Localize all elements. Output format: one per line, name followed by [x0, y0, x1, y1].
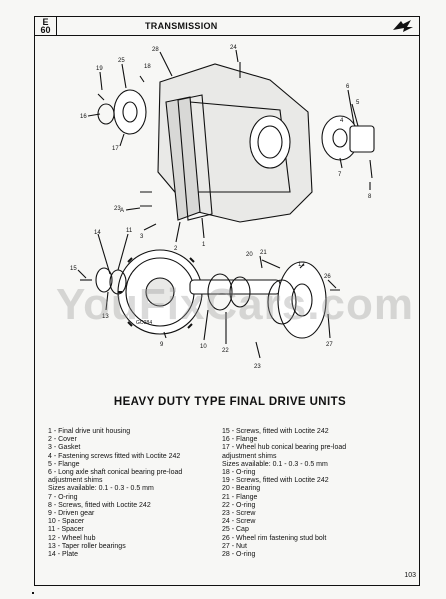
callout-label: 12 [298, 262, 305, 268]
page-mark [32, 592, 34, 594]
parts-list-item: 6 - Long axle shaft conical bearing pre-… [48, 469, 183, 477]
parts-list-item: 25 - Cap [222, 526, 249, 534]
parts-list-item: 16 - Flange [222, 436, 258, 444]
callout-label: 21 [260, 250, 267, 256]
section-letter: E [42, 17, 49, 27]
callout-label: 20 [246, 252, 253, 258]
brand-logo-icon [393, 20, 413, 32]
parts-list-item: 23 - Screw [222, 510, 256, 518]
parts-list-item: 12 - Wheel hub [48, 534, 96, 542]
parts-list-item: Sizes available: 0.1 - 0.3 - 0.5 mm [48, 485, 154, 493]
callout-label: 16 [80, 114, 87, 120]
callout-label: 26 [324, 274, 331, 280]
callout-label: 14 [94, 230, 101, 236]
parts-list-item: 17 - Wheel hub conical bearing pre-load [222, 444, 347, 452]
callout-label: A [120, 208, 124, 214]
parts-list-item: 20 - Bearing [222, 485, 261, 493]
page-header: E 60 TRANSMISSION [34, 16, 420, 36]
parts-list-item: 15 - Screws, fitted with Loctite 242 [222, 428, 329, 435]
parts-list-item: 26 - Wheel rim fastening stud bolt [222, 534, 327, 542]
watermark: YouFixCars.com [56, 280, 414, 329]
callout-label: 3 [140, 234, 144, 240]
callout-label: 13 [102, 314, 109, 320]
callout-label: 10 [200, 344, 207, 350]
callout-label: 23 [254, 364, 261, 370]
parts-list-item: 3 - Gasket [48, 444, 81, 452]
parts-list-item: 11 - Spacer [48, 526, 84, 534]
callout-label: 5 [356, 100, 360, 106]
parts-list-item: 7 - O-ring [48, 493, 78, 501]
callout-label: 8 [368, 194, 372, 200]
callout-label: 4 [340, 118, 344, 124]
parts-list-item: 4 - Fastening screws fitted with Loctite… [48, 452, 181, 460]
callout-label: 1 [202, 242, 206, 248]
parts-list-item: 10 - Spacer [48, 518, 85, 526]
parts-list-left: 1 - Final drive unit housing 2 - Cover 3… [48, 428, 218, 559]
parts-list-right: 15 - Screws, fitted with Loctite 242 16 … [222, 428, 412, 559]
parts-list-item: 1 - Final drive unit housing [48, 428, 131, 435]
parts-list-item: 8 - Screws, fitted with Loctite 242 [48, 501, 151, 509]
section-code-box: E 60 [35, 17, 57, 35]
parts-list-item: 21 - Flange [222, 493, 258, 501]
callout-label: 17 [112, 146, 119, 152]
callout-label: 2 [174, 246, 178, 252]
page-title: TRANSMISSION [145, 21, 218, 31]
page-frame [34, 36, 420, 586]
callout-label: 18 [144, 64, 151, 70]
page-number: 103 [404, 572, 416, 579]
parts-list-item: 22 - O-ring [222, 501, 256, 509]
callout-label: 7 [338, 172, 342, 178]
callout-label: 9 [160, 342, 164, 348]
callout-label: 23 [114, 206, 121, 212]
section-title: HEAVY DUTY TYPE FINAL DRIVE UNITS [113, 396, 347, 408]
section-number: 60 [40, 25, 51, 35]
exploded-view-diagram: 28 24 25 18 19 16 17 6 5 4 7 8 1 2 3 A 2… [70, 45, 375, 370]
figure-code: GO284 [136, 320, 152, 326]
callout-label: 6 [346, 84, 350, 90]
callout-label: 28 [152, 47, 159, 53]
parts-list-item: 18 - O-ring [222, 469, 256, 477]
parts-list-item: adjustment shims [48, 477, 103, 485]
callout-label: 27 [326, 342, 333, 348]
parts-list-item: 14 - Plate [48, 551, 78, 559]
parts-list-item: Sizes available: 0.1 - 0.3 - 0.5 mm [222, 460, 328, 468]
parts-list-item: 9 - Driven gear [48, 510, 95, 518]
parts-list-item: 24 - Screw [222, 518, 256, 526]
callout-label: 25 [118, 58, 125, 64]
parts-list-item: 27 - Nut [222, 542, 247, 550]
parts-list-item: 28 - O-ring [222, 551, 256, 559]
parts-list-item: adjustment shims [222, 452, 277, 460]
callout-label: 22 [222, 348, 229, 354]
parts-list-item: 19 - Screws, fitted with Loctite 242 [222, 477, 329, 485]
callout-label: 19 [96, 66, 103, 72]
parts-list-item: 13 - Taper roller bearings [48, 542, 126, 550]
parts-list-item: 5 - Flange [48, 460, 80, 468]
callout-label: 15 [70, 266, 77, 272]
callout-label: 11 [126, 228, 133, 234]
parts-list-item: 2 - Cover [48, 436, 77, 444]
callout-label: 24 [230, 45, 237, 51]
